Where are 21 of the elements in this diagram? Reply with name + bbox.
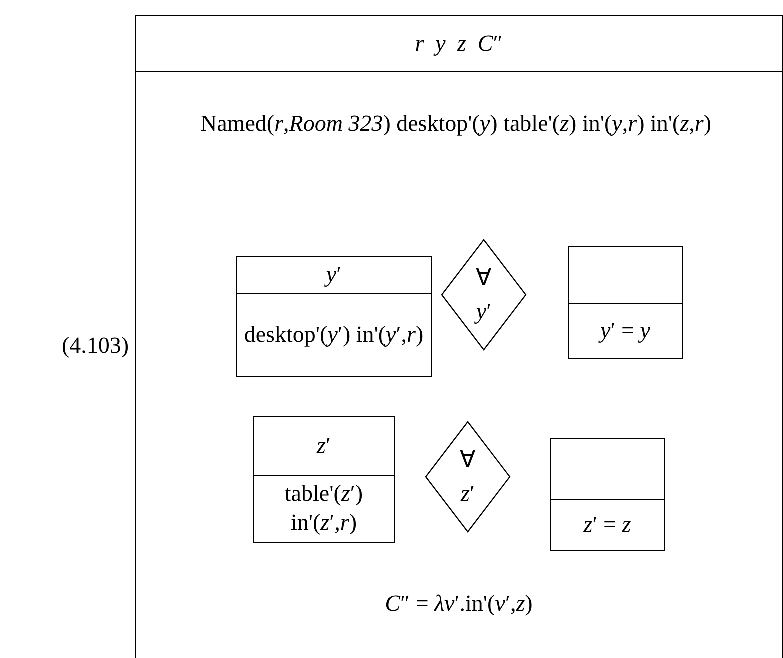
condition-text: table'(z′) in'(z′,r) bbox=[284, 480, 364, 537]
condition-text: C″ = λv′.in'(v′,z) bbox=[385, 591, 533, 616]
equation-number: (4.103) bbox=[62, 333, 130, 358]
condition-text: z′ = z bbox=[584, 510, 632, 539]
quantifier-symbol: ∀ bbox=[460, 446, 476, 474]
referent-label: y′ bbox=[326, 262, 342, 288]
quantifier-symbol: ∀ bbox=[476, 264, 492, 292]
referent-label: z′ bbox=[317, 433, 331, 459]
condition-text: y′ = y bbox=[600, 316, 650, 345]
drs-box bbox=[550, 438, 665, 551]
drs-box bbox=[568, 246, 683, 359]
quantifier-diamond bbox=[425, 421, 511, 533]
drs-box bbox=[135, 15, 783, 658]
drs-box bbox=[253, 416, 395, 543]
condition-text: desktop'(y′) in'(y′,r) bbox=[244, 320, 424, 349]
quantifier-diamond bbox=[441, 239, 527, 351]
variable-label: z′ bbox=[461, 480, 475, 508]
drs-box bbox=[236, 256, 432, 377]
referent-list: r y z C″ bbox=[415, 30, 503, 56]
condition-text: Named(r,Room 323) desktop'(y) table'(z) in'(y,r) in'(z,r) bbox=[200, 111, 712, 136]
variable-label: y′ bbox=[476, 298, 492, 326]
